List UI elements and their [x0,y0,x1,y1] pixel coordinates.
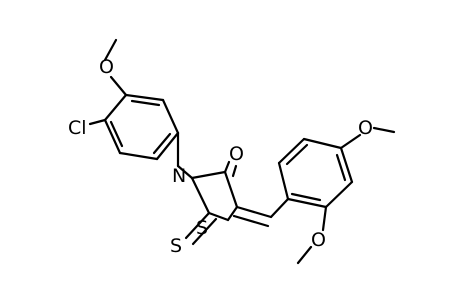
double-bond [130,99,161,107]
methoxy-group-top [103,38,128,97]
bond [190,170,227,180]
bond [269,197,290,219]
oxygen-label-methoxy-bottom: O [311,229,326,251]
double-bond [285,143,309,166]
bond [223,170,239,209]
bond [88,118,107,126]
bond [109,75,128,97]
bond [286,197,328,209]
bond [296,245,313,265]
double-bond [335,153,347,182]
oxygen-label-methoxy-right: O [358,117,373,139]
chlorine-label: Cl [68,117,87,139]
bond [176,164,194,180]
double-bond [184,211,211,240]
double-bond [235,205,273,219]
bond [277,137,306,165]
bond [118,151,159,161]
bond [124,93,165,102]
nitrogen-label: N [172,165,186,187]
chloromethoxyphenyl-ring [103,93,180,161]
sulfur-label-thione: S [170,235,182,257]
sulfur-label-ring: S [196,217,208,239]
double-bond [231,164,238,178]
bond [339,133,362,150]
methoxy-group-right [339,126,396,150]
bond [103,93,128,122]
double-bond [109,120,124,148]
double-bond [232,214,270,228]
double-bond [290,192,322,202]
double-bond [191,217,218,246]
bond [207,211,230,222]
oxygen-label-methoxy-top: O [99,56,114,78]
bond [339,146,354,184]
methoxy-group-bottom [296,205,328,265]
thiazolidinone-ring [176,164,239,222]
bond [155,131,180,161]
bond [103,38,118,62]
bond [103,118,122,155]
bond [321,205,328,232]
bond [324,180,354,209]
dimethoxyphenyl-ring [277,137,354,209]
bond [372,126,396,134]
double-bond [152,132,172,155]
oxygen-label-carbonyl: O [229,143,244,165]
bond [161,98,180,135]
bond [302,137,343,150]
double-bond [223,160,231,174]
bond [190,176,211,215]
bond [226,205,239,222]
bond [277,161,290,201]
